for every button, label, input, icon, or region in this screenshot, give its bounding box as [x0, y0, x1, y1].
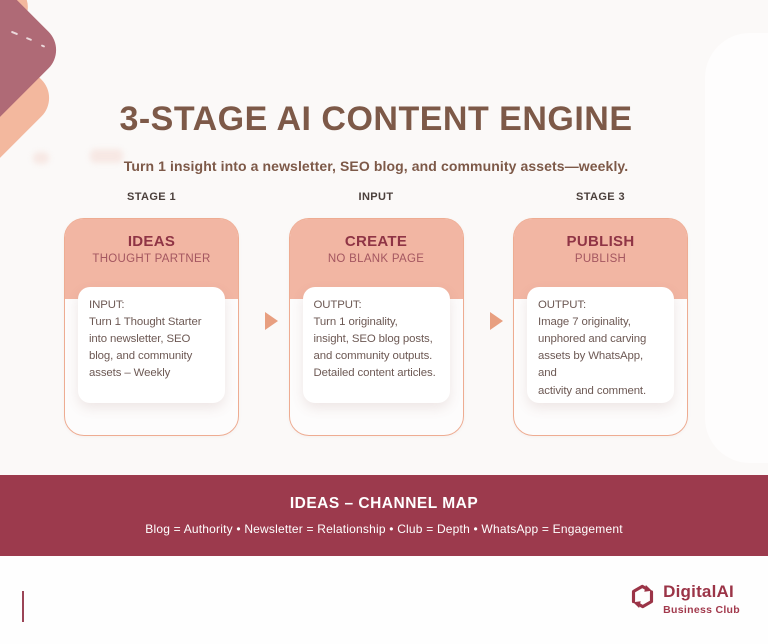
- card-subtitle: NO BLANK PAGE: [327, 253, 425, 265]
- header: 3-STAGE AI CONTENT ENGINE Turn 1 insight…: [0, 100, 752, 174]
- right-arrow-icon: [265, 312, 278, 330]
- card-title: CREATE: [344, 233, 408, 250]
- card-title: PUBLISH: [566, 233, 635, 250]
- stage-card-publish: PUBLISH PUBLISH OUTPUT: Image 7 original…: [513, 218, 688, 436]
- accent-tick: [22, 591, 24, 622]
- card-header: CREATE NO BLANK PAGE: [289, 219, 463, 299]
- page-subtitle: Turn 1 insight into a newsletter, SEO bl…: [123, 158, 629, 175]
- brand-text: DigitalAI Business Club: [663, 582, 740, 616]
- banner-subtitle: Blog = Authority • Newsletter = Relation…: [145, 522, 623, 536]
- card-header: IDEAS THOUGHT PARTNER: [65, 219, 238, 299]
- decorative-smudge: [90, 149, 123, 163]
- brand-logo: DigitalAI Business Club: [629, 582, 740, 616]
- card-subtitle: PUBLISH: [574, 253, 627, 265]
- card-title: IDEAS: [127, 233, 176, 250]
- stage-card-ideas: IDEAS THOUGHT PARTNER INPUT: Turn 1 Thou…: [64, 218, 239, 436]
- brand-tagline: Business Club: [663, 604, 740, 616]
- stage-cards-row: IDEAS THOUGHT PARTNER INPUT: Turn 1 Thou…: [64, 218, 688, 436]
- card-header: PUBLISH PUBLISH: [514, 219, 687, 299]
- decorative-smudge: [33, 152, 49, 164]
- footer: DigitalAI Business Club: [0, 556, 768, 644]
- stage-label-1: STAGE 1: [126, 191, 177, 203]
- brand-name: DigitalAI: [663, 582, 734, 601]
- stage-label-3: STAGE 3: [575, 191, 626, 203]
- page-title: 3-STAGE AI CONTENT ENGINE: [119, 100, 633, 138]
- cube-arrows-icon: [629, 583, 656, 615]
- stage-label-2: INPUT: [358, 191, 394, 203]
- stage-card-create: CREATE NO BLANK PAGE OUTPUT: Turn 1 orig…: [288, 218, 464, 436]
- card-detail-box: OUTPUT: Turn 1 originality, insight, SEO…: [302, 287, 450, 403]
- channel-map-banner: IDEAS – CHANNEL MAP Blog = Authority • N…: [0, 475, 768, 556]
- card-detail-box: INPUT: Turn 1 Thought Starter into newsl…: [78, 287, 225, 403]
- right-arrow-icon: [490, 312, 503, 330]
- banner-title: IDEAS – CHANNEL MAP: [289, 495, 479, 512]
- card-subtitle: THOUGHT PARTNER: [92, 253, 211, 265]
- stage-labels-row: STAGE 1 INPUT STAGE 3: [64, 191, 688, 203]
- card-detail-box: OUTPUT: Image 7 originality, unphored an…: [527, 287, 674, 403]
- background-panel: [705, 33, 768, 463]
